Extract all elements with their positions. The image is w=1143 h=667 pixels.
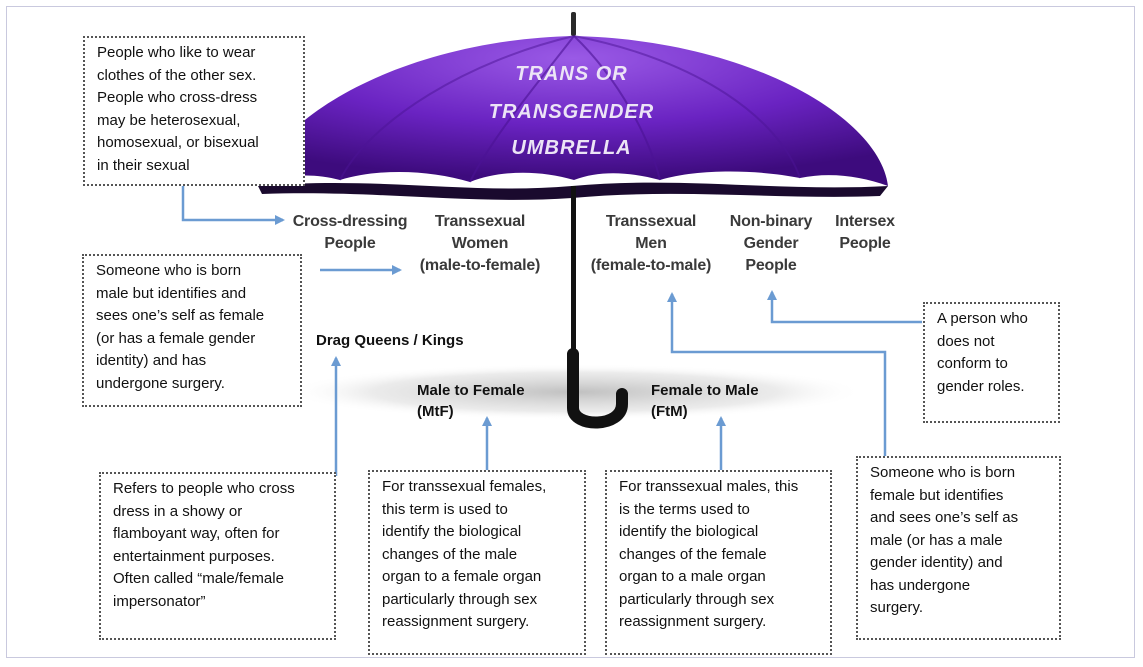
- arrow-non-binary: [767, 290, 922, 324]
- arrow-cross-dressing: [181, 183, 285, 225]
- umbrella-tip: [571, 12, 576, 36]
- umbrella-shaft: [571, 186, 576, 356]
- umbrella-handle: [567, 348, 628, 429]
- canopy-rib: [339, 35, 575, 181]
- term-drag: Drag Queens / Kings: [316, 332, 464, 349]
- umbrella-title-line: TRANS OR: [515, 63, 628, 85]
- canopy-rib: [573, 35, 801, 179]
- term-ftm: Female to Male(FtM): [651, 382, 759, 420]
- connector-arrows: [181, 183, 922, 476]
- umbrella-title-line: TRANSGENDER: [488, 101, 655, 123]
- term-mtf: Male to Female(MtF): [417, 382, 525, 420]
- arrow-trans-men: [667, 292, 887, 456]
- canopy-rib: [469, 35, 575, 183]
- description-mtf: For transsexual females,this term is use…: [368, 470, 586, 655]
- umbrella-canopy: [258, 36, 888, 186]
- canopy-rib: [573, 35, 661, 181]
- umbrella-title-line: UMBRELLA: [511, 137, 632, 159]
- figure-frame: [6, 6, 1135, 658]
